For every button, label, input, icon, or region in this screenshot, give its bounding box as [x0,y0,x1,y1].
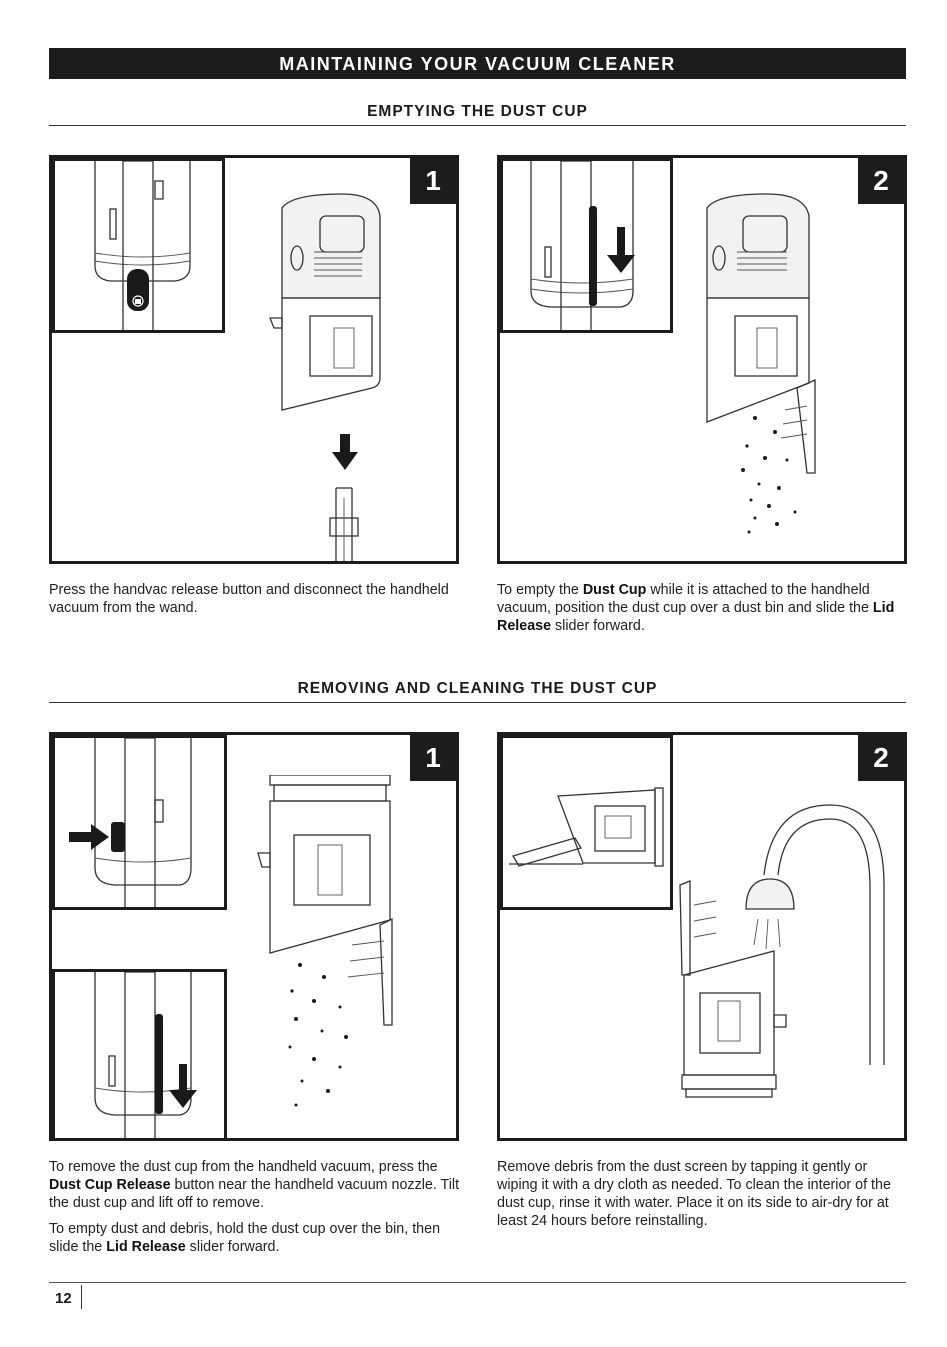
down-arrow-icon [332,434,358,470]
inset-lid-release-slider [52,969,227,1141]
dust-cup-release-illustration [55,738,227,910]
inset-lid-release-slider [500,158,673,333]
inset-dust-cup-release [52,735,227,910]
panel-s1-step2: 2 [497,155,907,564]
handheld-vacuum-illustration [252,188,412,564]
right-arrow-icon [69,824,109,850]
step-text: To empty dust and debris, hold the dust … [49,1220,464,1256]
inset-release-button [52,158,225,333]
dust-cup-sideways-illustration [503,738,673,910]
inset-dust-cup-drying [500,735,673,910]
step-description: To remove the dust cup from the handheld… [49,1158,464,1264]
panel-s2-step2: 2 [497,732,907,1141]
term-dust-cup: Dust Cup [583,582,647,598]
panel-s1-step1: 1 [49,155,459,564]
section-divider [49,702,906,703]
dust-cup-open-illustration [252,775,412,1135]
step-text: To remove the dust cup from the handheld… [49,1158,464,1212]
vacuum-handle-illustration [55,161,225,333]
step-number-badge: 1 [410,158,456,204]
dust-cup-emptying-illustration [695,188,855,558]
step-number-badge: 1 [410,735,456,781]
section-title-emptying: EMPTYING THE DUST CUP [49,103,906,121]
term-lid-release: Lid Release [106,1239,185,1255]
dust-cup-side-illustration [503,161,673,333]
term-dust-cup-release: Dust Cup Release [49,1177,171,1193]
footer-divider [49,1282,906,1283]
page-number: 12 [55,1290,72,1307]
section-title-removing: REMOVING AND CLEANING THE DUST CUP [49,680,906,698]
down-arrow-icon [169,1064,197,1108]
page-number-divider [81,1285,82,1309]
section-divider [49,125,906,126]
faucet-rinse-illustration [660,775,900,1135]
step-text: Remove debris from the dust screen by ta… [497,1158,907,1230]
step-description: Remove debris from the dust screen by ta… [497,1158,907,1238]
step-description: Press the handvac release button and dis… [49,581,459,625]
page-title-banner: MAINTAINING YOUR VACUUM CLEANER [49,48,906,79]
step-text: To empty the Dust Cup while it is attach… [497,581,907,635]
step-description: To empty the Dust Cup while it is attach… [497,581,907,643]
step-number-badge: 2 [858,158,904,204]
down-arrow-icon [607,227,635,273]
panel-s2-step1: 1 [49,732,459,1141]
dust-cup-slider-illustration [55,972,227,1141]
step-text: Press the handvac release button and dis… [49,581,459,617]
